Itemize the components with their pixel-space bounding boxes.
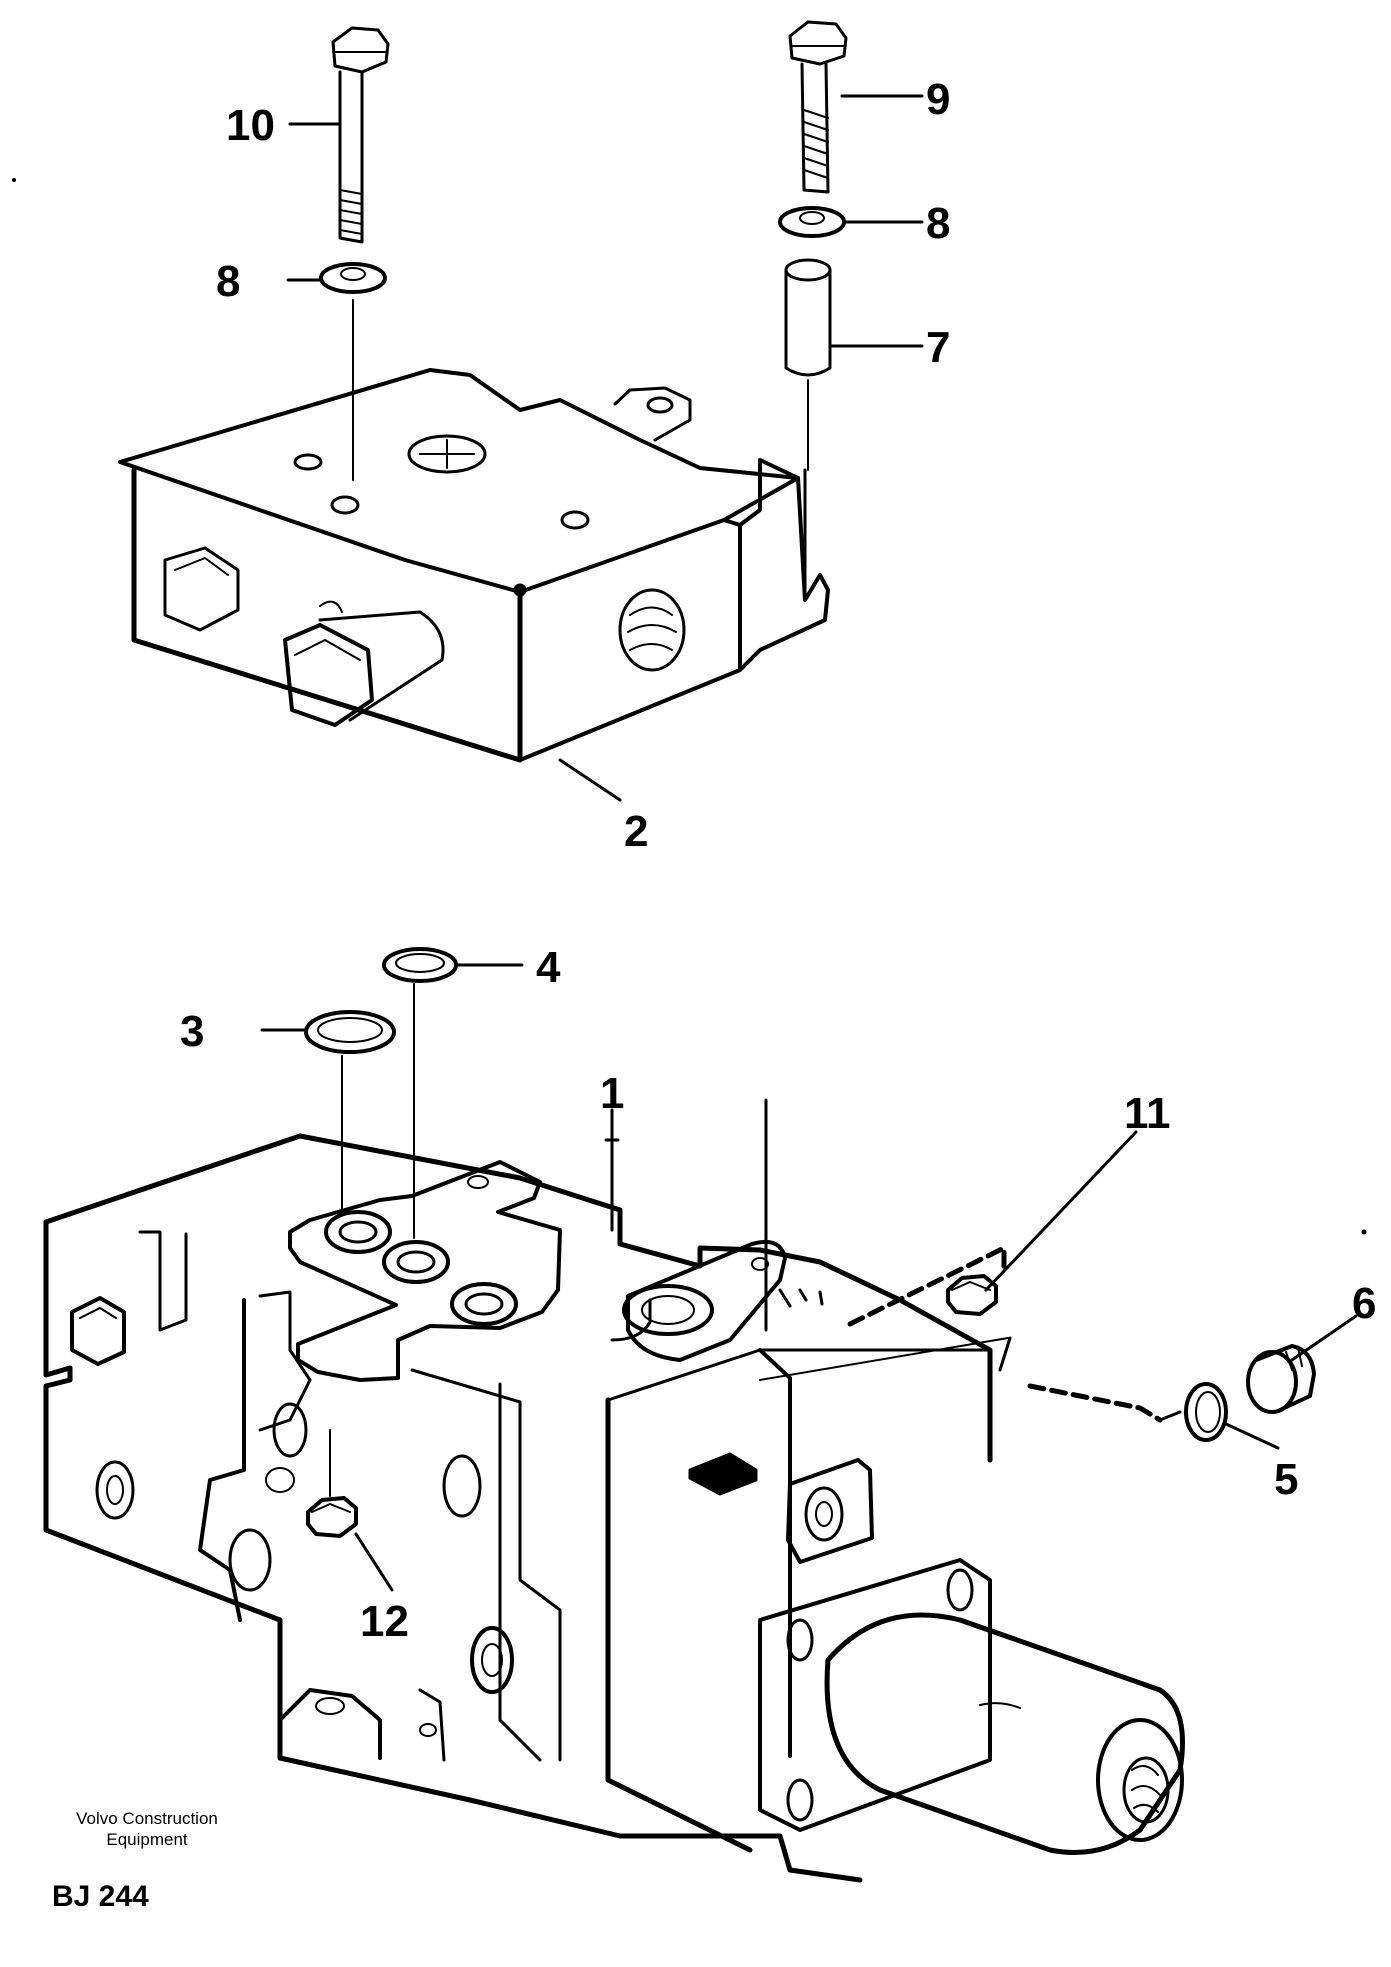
nut-12 [306, 1429, 358, 1538]
nut-11 [946, 1274, 998, 1316]
publisher-line-2: Equipment [106, 1830, 188, 1849]
washer-8-left [319, 262, 387, 294]
callout-8-left: 8 [216, 257, 240, 306]
callout-5: 5 [1274, 1455, 1298, 1504]
valve-section-block [118, 368, 830, 802]
bolt-9 [788, 20, 848, 194]
drawing-code: BJ 244 [52, 1880, 149, 1913]
callout-3: 3 [180, 1007, 204, 1056]
publisher-label: Volvo Construction Equipment [52, 1808, 242, 1850]
publisher-line-1: Volvo Construction [76, 1809, 218, 1828]
bolt-10 [331, 26, 390, 481]
o-ring-3 [304, 1010, 396, 1211]
callout-1: 1 [600, 1069, 624, 1118]
sealing-ring-5 [1184, 1382, 1228, 1442]
control-valve-body [43, 1133, 1185, 1883]
callout-8-right: 8 [926, 199, 950, 248]
callout-4: 4 [536, 943, 561, 992]
plug-6 [1246, 1344, 1316, 1414]
spacer-sleeve-7 [784, 258, 832, 471]
callout-2: 2 [624, 807, 648, 856]
upper-leader-lines [286, 94, 924, 348]
callout-11: 11 [1124, 1089, 1171, 1138]
callout-12: 12 [360, 1597, 409, 1646]
callout-9: 9 [926, 75, 950, 124]
callout-10: 10 [226, 101, 275, 150]
callout-7: 7 [926, 323, 950, 372]
washer-8-right [778, 206, 846, 238]
lower-leader-lines [260, 963, 1358, 1592]
callout-6: 6 [1352, 1279, 1376, 1328]
